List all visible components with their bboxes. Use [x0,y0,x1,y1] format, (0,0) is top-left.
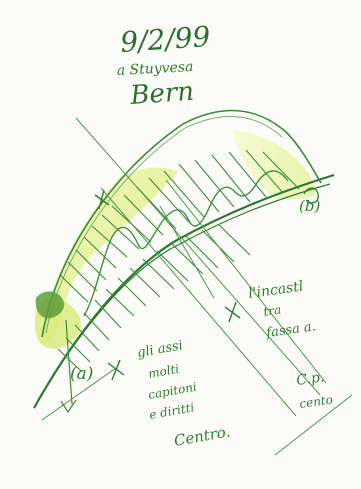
outer-arc-2 [45,116,283,334]
inner-curve-2 [37,183,331,401]
label-b: (b) [299,197,320,215]
left-arrow [65,319,73,405]
note-right-line-3: fassa a. [264,319,316,341]
cross-marks [94,189,241,381]
note-bottom-line-2: cento [298,392,333,411]
note-right: l'incastl tra fassa a. [247,278,316,341]
construction-lines [41,117,353,456]
note-center-line-2: molti [147,362,180,381]
b-curl [303,187,319,204]
wavy-line [83,170,289,317]
note-center-line-1: gli assi [136,338,184,361]
note-center-line-4: e diritti [148,400,195,422]
note-right-line-1: l'incastl [247,278,304,302]
corner-blob [35,291,65,319]
sketch-subtitle: a Stuyvesa [116,59,193,79]
note-right-line-2: tra [262,303,281,319]
note-bottom: C.p. cento [295,369,333,411]
note-center-line-3: capitoni [147,380,198,402]
yellow-wash-right [232,130,315,200]
note-center-line-5: Centro. [173,422,232,450]
hatching [57,149,300,373]
outer-arc [41,109,322,338]
left-arrow-head [60,399,77,414]
note-center: gli assi molti capitoni e diritti Centro… [136,338,231,450]
sketch-place: Bern [128,77,195,111]
note-bottom-line-1: C.p. [295,369,325,389]
sketch-date: 9/2/99 [119,20,211,59]
label-a: (a) [70,364,93,384]
